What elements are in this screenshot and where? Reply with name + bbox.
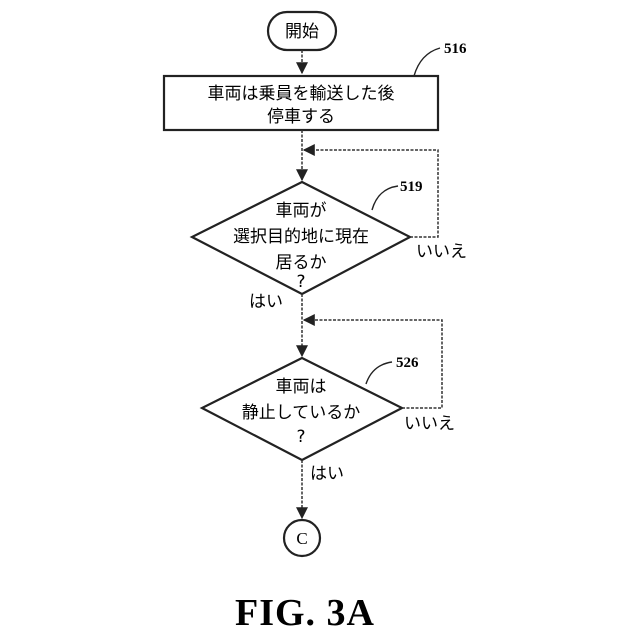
decision-519-question-mark: ? bbox=[296, 272, 305, 292]
ref-519-label: 519 bbox=[400, 179, 423, 195]
decision-519-yes-label: はい bbox=[249, 292, 283, 312]
start-label: 開始 bbox=[285, 22, 319, 42]
decision-526-line-2: 静止しているか bbox=[242, 403, 361, 423]
step-516-line-2: 停車する bbox=[267, 107, 335, 127]
ref-516-label: 516 bbox=[444, 41, 467, 57]
ref-519-leader bbox=[372, 186, 398, 210]
connector-c-label: C bbox=[296, 529, 307, 548]
decision-519-line-2: 選択目的地に現在 bbox=[233, 227, 369, 247]
decision-526-no-label: いいえ bbox=[404, 414, 455, 434]
decision-526-yes-label: はい bbox=[310, 464, 344, 484]
decision-519-line-1: 車両が bbox=[276, 201, 327, 221]
step-516-line-1: 車両は乗員を輸送した後 bbox=[208, 84, 395, 104]
decision-526-question-mark: ? bbox=[296, 427, 305, 447]
ref-526-label: 526 bbox=[396, 355, 419, 371]
start-node: 開始 bbox=[268, 12, 336, 50]
ref-516-leader bbox=[414, 48, 440, 76]
ref-526-leader bbox=[366, 362, 392, 384]
figure-label: FIG. 3A bbox=[235, 592, 375, 634]
process-step-516: 車両は乗員を輸送した後 停車する bbox=[164, 76, 438, 130]
decision-526-line-1: 車両は bbox=[276, 377, 327, 397]
decision-519-line-3: 居るか bbox=[276, 253, 327, 273]
connector-c: C bbox=[284, 520, 320, 556]
decision-519-no-label: いいえ bbox=[416, 242, 467, 262]
